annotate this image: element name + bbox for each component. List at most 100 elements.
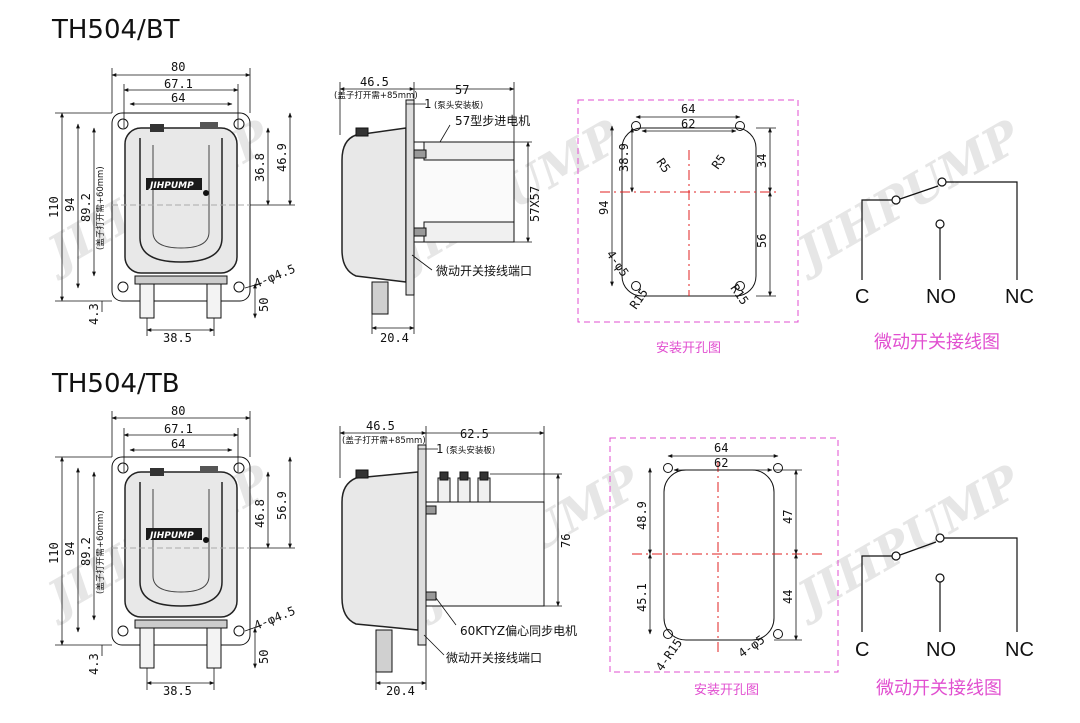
cut-62: 62 xyxy=(681,117,695,131)
cutout-dims xyxy=(648,454,802,641)
cutout-dims xyxy=(610,115,776,297)
dim-67-1: 67.1 xyxy=(164,422,193,436)
cut-48-9: 48.9 xyxy=(635,501,649,530)
cut-64: 64 xyxy=(714,441,728,455)
wiring-nc: NC xyxy=(1005,639,1034,661)
dim-38-5: 38.5 xyxy=(163,684,192,698)
cut-r5-left: R5 xyxy=(654,156,674,176)
side-dims xyxy=(339,82,532,334)
dim-36-8: 36.8 xyxy=(253,153,267,182)
front-dim-labels: 80 67.1 64 110 94 89.2 (盖子打开需+60mm) 46.8… xyxy=(47,404,297,698)
dim-50: 50 xyxy=(257,298,271,312)
dim-46-5: 46.5 xyxy=(360,75,389,89)
dim-94: 94 xyxy=(63,542,77,556)
dim-89-2-note: (盖子打开需+60mm) xyxy=(95,510,106,594)
dim-46-5: 46.5 xyxy=(366,419,395,433)
front-view xyxy=(111,112,251,319)
dim-hole: 4-φ4.5 xyxy=(252,262,297,291)
wiring-c: C xyxy=(855,286,869,308)
front-view xyxy=(111,456,251,669)
dim-89-2: 89.2 xyxy=(79,537,93,566)
dim-56-9: 56.9 xyxy=(275,491,289,520)
motor-label: 57型步进电机 xyxy=(455,114,530,128)
switch-port-label: 微动开关接线端口 xyxy=(436,263,532,278)
cutout-diagram xyxy=(577,99,799,323)
cut-56: 56 xyxy=(755,234,769,248)
dim-46-5-note: (盖子打开需+85mm) xyxy=(342,435,426,446)
wiring-c: C xyxy=(855,639,869,661)
watermark-6: JIHPUMP xyxy=(782,454,1031,629)
cut-hole: 4-φ5 xyxy=(604,248,632,280)
dim-1: 1 xyxy=(424,97,431,111)
side-dims xyxy=(339,426,562,690)
side-dim-labels: 46.5 (盖子打开需+85mm) 57 1 (泵头安装板) 57型步进电机 5… xyxy=(334,75,542,345)
dim-80: 80 xyxy=(171,60,185,74)
cut-38-9: 38.9 xyxy=(617,143,631,172)
wiring-caption: 微动开关接线图 xyxy=(874,332,1000,353)
cutout-diagram xyxy=(609,437,839,673)
cut-94: 94 xyxy=(597,201,611,215)
wiring-labels: C NO NC 微动开关接线图 xyxy=(855,639,1034,699)
dim-46-9: 46.9 xyxy=(275,143,289,172)
cut-64: 64 xyxy=(681,102,695,116)
dim-46-5-note: (盖子打开需+85mm) xyxy=(334,90,418,101)
section-title: TH504/BT xyxy=(51,15,180,45)
dim-80: 80 xyxy=(171,404,185,418)
wiring-diagram xyxy=(861,177,1018,280)
cut-45-1: 45.1 xyxy=(635,583,649,612)
wiring-diagram xyxy=(861,533,1018,632)
dim-57: 57 xyxy=(455,83,469,97)
dim-1-note: (泵头安装板) xyxy=(446,445,495,456)
brand-logo: JIHPUMP xyxy=(148,531,194,541)
motor-label: 60KTYZ偏心同步电机 xyxy=(460,623,577,638)
wiring-no: NO xyxy=(926,639,956,661)
dim-62-5: 62.5 xyxy=(460,427,489,441)
dim-67-1: 67.1 xyxy=(164,77,193,91)
cut-hole: 4-φ5 xyxy=(736,632,768,660)
dim-76: 76 xyxy=(559,534,573,548)
cut-r15-left: R15 xyxy=(627,286,651,312)
front-dims xyxy=(55,68,295,336)
cut-r15: 4-R15 xyxy=(653,636,685,674)
dim-89-2-note: (盖子打开需+60mm) xyxy=(95,166,106,250)
dim-57x57: 57X57 xyxy=(528,186,542,222)
section-th504-tb: TH504/TB JIHPUMP xyxy=(47,369,1034,699)
wiring-nc: NC xyxy=(1005,286,1034,308)
cutout-dim-labels: 64 62 38.9 94 34 56 R5 R5 4-φ5 R15 R15 安… xyxy=(597,102,769,356)
cut-34: 34 xyxy=(755,154,769,168)
dim-64: 64 xyxy=(171,437,185,451)
watermark-3: JIHPUMP xyxy=(782,109,1031,284)
brand-logo: JIHPUMP xyxy=(148,181,194,191)
dim-hole: 4-φ4.5 xyxy=(252,604,297,633)
front-dims xyxy=(55,411,295,690)
wiring-no: NO xyxy=(926,286,956,308)
dim-110: 110 xyxy=(47,542,61,564)
wiring-caption: 微动开关接线图 xyxy=(876,678,1002,699)
section-title: TH504/TB xyxy=(51,369,180,399)
dim-4-3: 4.3 xyxy=(87,653,101,675)
dim-110: 110 xyxy=(47,196,61,218)
dim-64: 64 xyxy=(171,91,185,105)
section-th504-bt: TH504/BT JIHPUMP xyxy=(47,15,1034,356)
dim-20-4: 20.4 xyxy=(386,684,415,698)
cut-44: 44 xyxy=(781,590,795,604)
dim-50: 50 xyxy=(257,650,271,664)
cutout-dim-labels: 64 62 48.9 45.1 47 44 4-R15 4-φ5 安装开孔图 xyxy=(635,441,795,698)
side-view xyxy=(341,444,545,673)
dim-46-8: 46.8 xyxy=(253,499,267,528)
wiring-labels: C NO NC 微动开关接线图 xyxy=(855,286,1034,353)
cut-r15-right: R15 xyxy=(728,282,752,308)
side-view xyxy=(341,99,515,315)
dim-1-note: (泵头安装板) xyxy=(434,100,483,111)
cutout-caption: 安装开孔图 xyxy=(694,683,759,698)
cut-62: 62 xyxy=(714,456,728,470)
switch-port-label: 微动开关接线端口 xyxy=(446,650,542,665)
dim-38-5: 38.5 xyxy=(163,331,192,345)
cut-47: 47 xyxy=(781,510,795,524)
cutout-caption: 安装开孔图 xyxy=(656,341,721,356)
dim-4-3: 4.3 xyxy=(87,303,101,325)
side-dim-labels: 46.5 (盖子打开需+85mm) 62.5 1 (泵头安装板) 76 60KT… xyxy=(342,419,577,698)
dim-94: 94 xyxy=(63,198,77,212)
cut-r5-right: R5 xyxy=(709,152,729,172)
